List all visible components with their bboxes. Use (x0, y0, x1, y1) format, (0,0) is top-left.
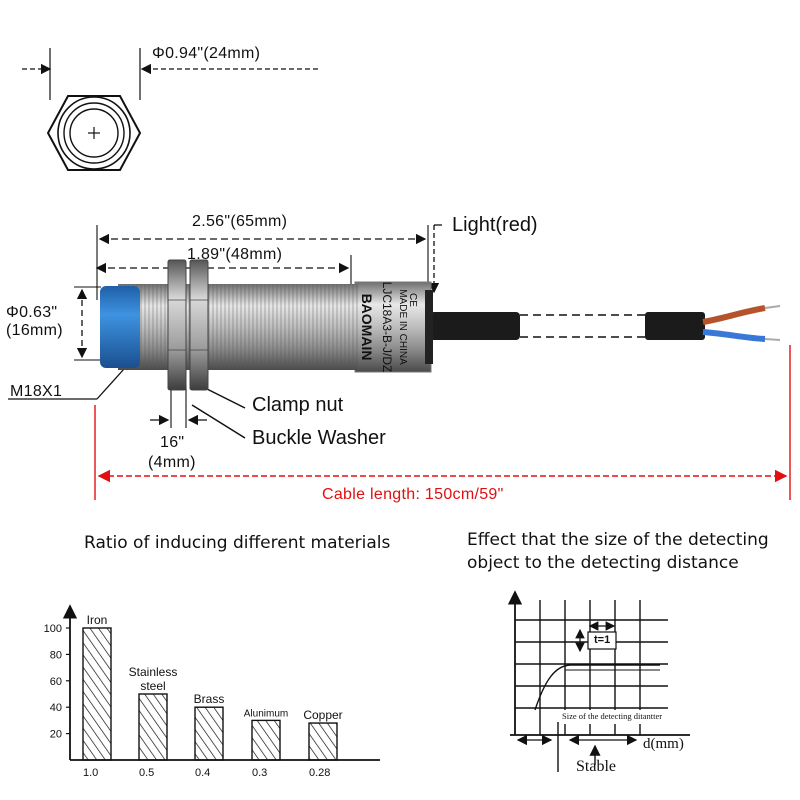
bar-category-label: Copper (303, 708, 342, 722)
hex-nut-outline (46, 95, 142, 171)
bar-category-label: Alunimum (244, 708, 288, 719)
thread-length-label: 1.89"(48mm) (187, 246, 283, 263)
x-tick-label: 0.3 (252, 767, 267, 779)
y-tick-label: 20 (50, 729, 62, 741)
y-tick-label: 60 (50, 676, 62, 688)
distance-title-line1: Effect that the size of the detecting (467, 530, 769, 550)
total-length-label: 2.56"(65mm) (192, 213, 288, 230)
buckle-washer-label: Buckle Washer (252, 427, 386, 449)
cable-sheath (430, 312, 520, 340)
cable-length-label: Cable length: 150cm/59" (322, 486, 504, 503)
bar-alunimum (251, 719, 281, 761)
rear-housing (354, 281, 432, 373)
x-tick-label: 0.28 (309, 767, 330, 779)
nut-outer-circle (57, 96, 131, 170)
t-equals-label: t=1 (594, 634, 611, 646)
top-diameter-label: Φ0.94"(24mm) (152, 45, 261, 62)
x-tick-label: 0.5 (139, 767, 154, 779)
distance-title-line2: object to the detecting distance (467, 553, 739, 573)
body-ce: CE (407, 293, 418, 307)
nut-gap-label-line2: (4mm) (148, 454, 196, 471)
bar-category-label: Stainless (129, 665, 178, 679)
sensing-cap (100, 286, 140, 368)
clamp-nut-left (167, 259, 187, 391)
y-tick-label: 40 (50, 702, 62, 714)
body-brand: BAOMAIN (359, 294, 375, 361)
body-model: LJC18A3-B-J/DZ (380, 282, 394, 373)
x-axis-label: d(mm) (643, 736, 684, 752)
sensor-body: BAOMAIN LJC18A3-B-J/DZ MADE IN CHINA CE (100, 259, 781, 391)
bar-category-label: steel (140, 679, 165, 693)
x-tick-label: 0.4 (195, 767, 210, 779)
top-end-view (22, 48, 318, 171)
bar-copper (308, 722, 338, 761)
materials-title: Ratio of inducing different materials (84, 533, 391, 553)
thread-spec-label: M18X1 (10, 383, 63, 400)
distance-curve (534, 664, 660, 711)
x-tick-label: 1.0 (83, 767, 98, 779)
body-origin: MADE IN CHINA (397, 289, 408, 365)
stable-label: Stable (576, 758, 616, 775)
y-tick-label: 80 (50, 649, 62, 661)
bar-stainless-steel (138, 693, 168, 761)
diameter-label-line2: (16mm) (6, 322, 63, 339)
wire-brown (702, 305, 766, 325)
distance-diagram (507, 590, 690, 772)
clamp-nut-right (189, 259, 209, 391)
clamp-nut-label: Clamp nut (252, 394, 344, 416)
bar-category-label: Brass (194, 692, 225, 706)
y-tick-label: 100 (44, 623, 62, 635)
curve-size-label: Size of the detecting ditantter (562, 711, 663, 721)
wire-blue (702, 329, 766, 342)
bar-category-label: Iron (87, 613, 108, 627)
bar-brass (194, 706, 224, 761)
bar-iron (82, 627, 112, 761)
diameter-label-line1: Φ0.63" (6, 304, 58, 321)
light-label: Light(red) (452, 214, 538, 236)
nut-gap-label-line1: 16" (160, 434, 185, 451)
